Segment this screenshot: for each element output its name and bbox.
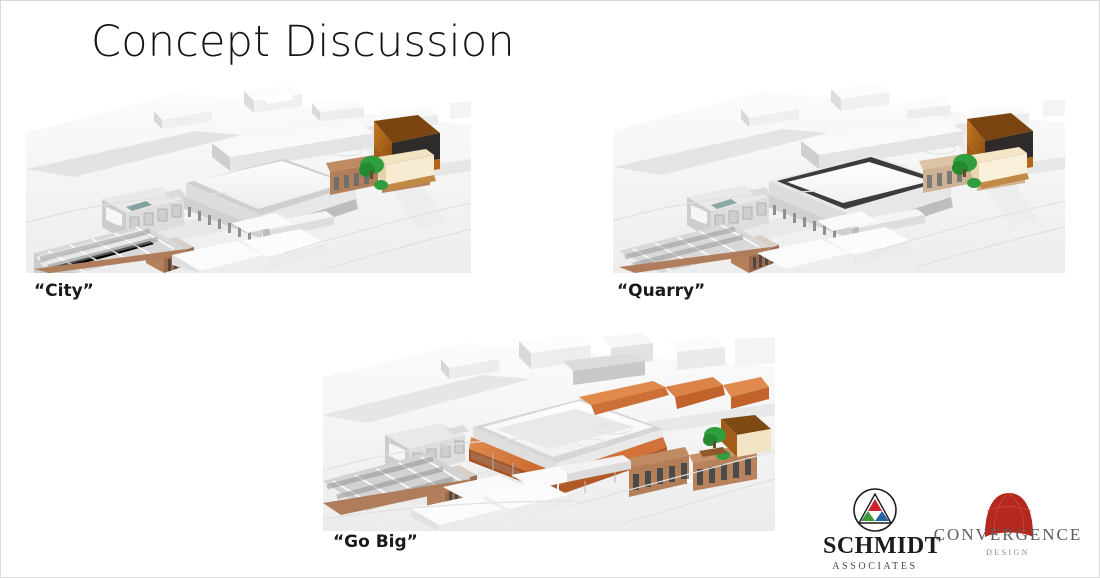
schmidt-triangle-circle-icon: [853, 488, 897, 532]
page-title: Concept Discussion: [91, 17, 515, 67]
rendering-city-image: [26, 73, 471, 273]
rendering-caption-quarry: “Quarry”: [617, 281, 706, 301]
convergence-wordmark: CONVERGENCE: [933, 525, 1083, 544]
rendering-city: [26, 73, 471, 273]
schmidt-tagline: ASSOCIATES: [832, 561, 918, 572]
rendering-gobig-image: [323, 331, 775, 531]
rendering-quarry-image: [613, 73, 1065, 273]
schmidt-associates-logo: SCHMIDT ASSOCIATES: [823, 487, 942, 572]
rendering-caption-city: “City”: [34, 281, 94, 301]
convergence-tagline: DESIGN: [986, 548, 1030, 557]
rendering-gobig: [323, 331, 775, 531]
convergence-dome-icon: [984, 492, 1034, 537]
rendering-caption-gobig: “Go Big”: [333, 532, 418, 552]
schmidt-wordmark: SCHMIDT: [823, 533, 942, 559]
logo-area: SCHMIDT ASSOCIATES CONVERGENCE DESIGN: [823, 487, 1085, 572]
convergence-design-logo: CONVERGENCE DESIGN: [931, 489, 1085, 565]
rendering-quarry: [613, 73, 1065, 273]
